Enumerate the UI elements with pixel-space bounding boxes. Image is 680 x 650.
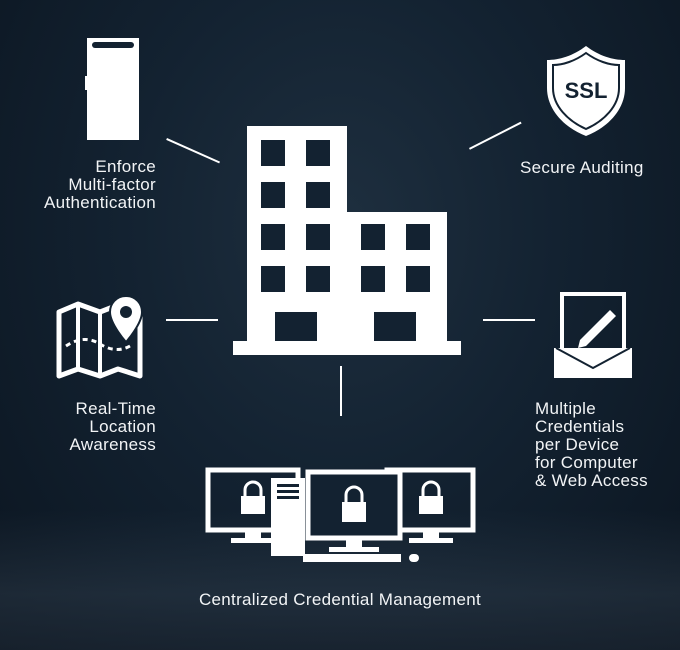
location-label-line: Location [89,417,156,436]
auditing-label-line: Secure Auditing [520,158,644,177]
mfa-label-line: Enforce [95,157,156,176]
connector-location [166,319,218,321]
connector-credentials [483,319,535,321]
credentials-label-line: Multiple [535,399,596,418]
ssl-badge-text: SSL [565,78,608,103]
locked-computers-icon [205,467,476,562]
credentials-label-line: Credentials [535,417,625,436]
location-label-line: Real-Time [75,399,156,418]
office-building-icon [233,126,461,355]
security-token-icon [85,38,139,140]
central-label-line: Centralized Credential Management [198,590,482,609]
credentials-label: Multiple Credentials per Device for Comp… [535,400,680,490]
location-label: Real-Time Location Awareness [10,400,156,454]
auditing-label: Secure Auditing [520,159,680,177]
central-label: Centralized Credential Management [140,591,540,609]
credentials-label-line: for Computer [535,453,638,472]
ssl-shield-icon: SSL [547,46,625,136]
envelope-pen-icon [554,292,632,378]
mfa-label-line: Multi-factor [68,175,156,194]
credentials-label-line: per Device [535,435,620,454]
connector-mfa [166,138,220,164]
location-label-line: Awareness [69,435,156,454]
mfa-label: Enforce Multi-factor Authentication [10,158,156,212]
mfa-label-line: Authentication [44,193,156,212]
connector-auditing [469,121,522,150]
credentials-label-line: & Web Access [535,471,648,490]
connector-central [340,366,342,416]
map-pin-icon [56,294,144,379]
